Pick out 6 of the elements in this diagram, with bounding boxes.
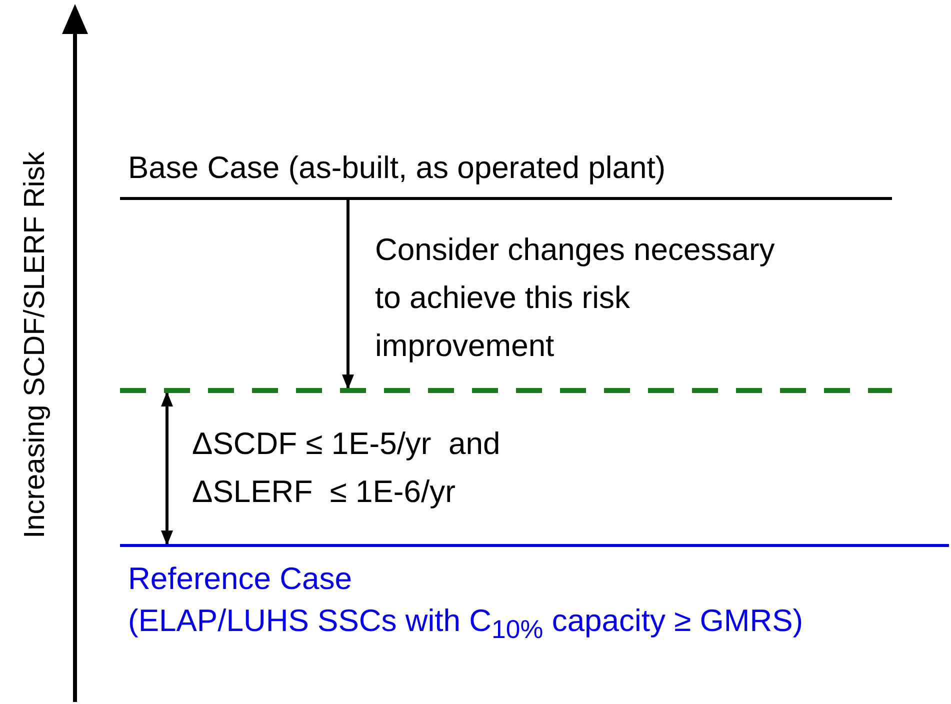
arrow: [161, 392, 173, 546]
level-description: (ELAP/LUHS SSCs with C$_{10%}$ capacity ≥ GMRS): [128, 603, 804, 646]
level-label: Base Case (as-built, as operated plant): [128, 150, 666, 186]
arrow: [342, 200, 354, 390]
axis-label: Increasing SCDF/SLERF Risk: [18, 150, 52, 540]
level-label: Reference Case: [128, 561, 352, 597]
